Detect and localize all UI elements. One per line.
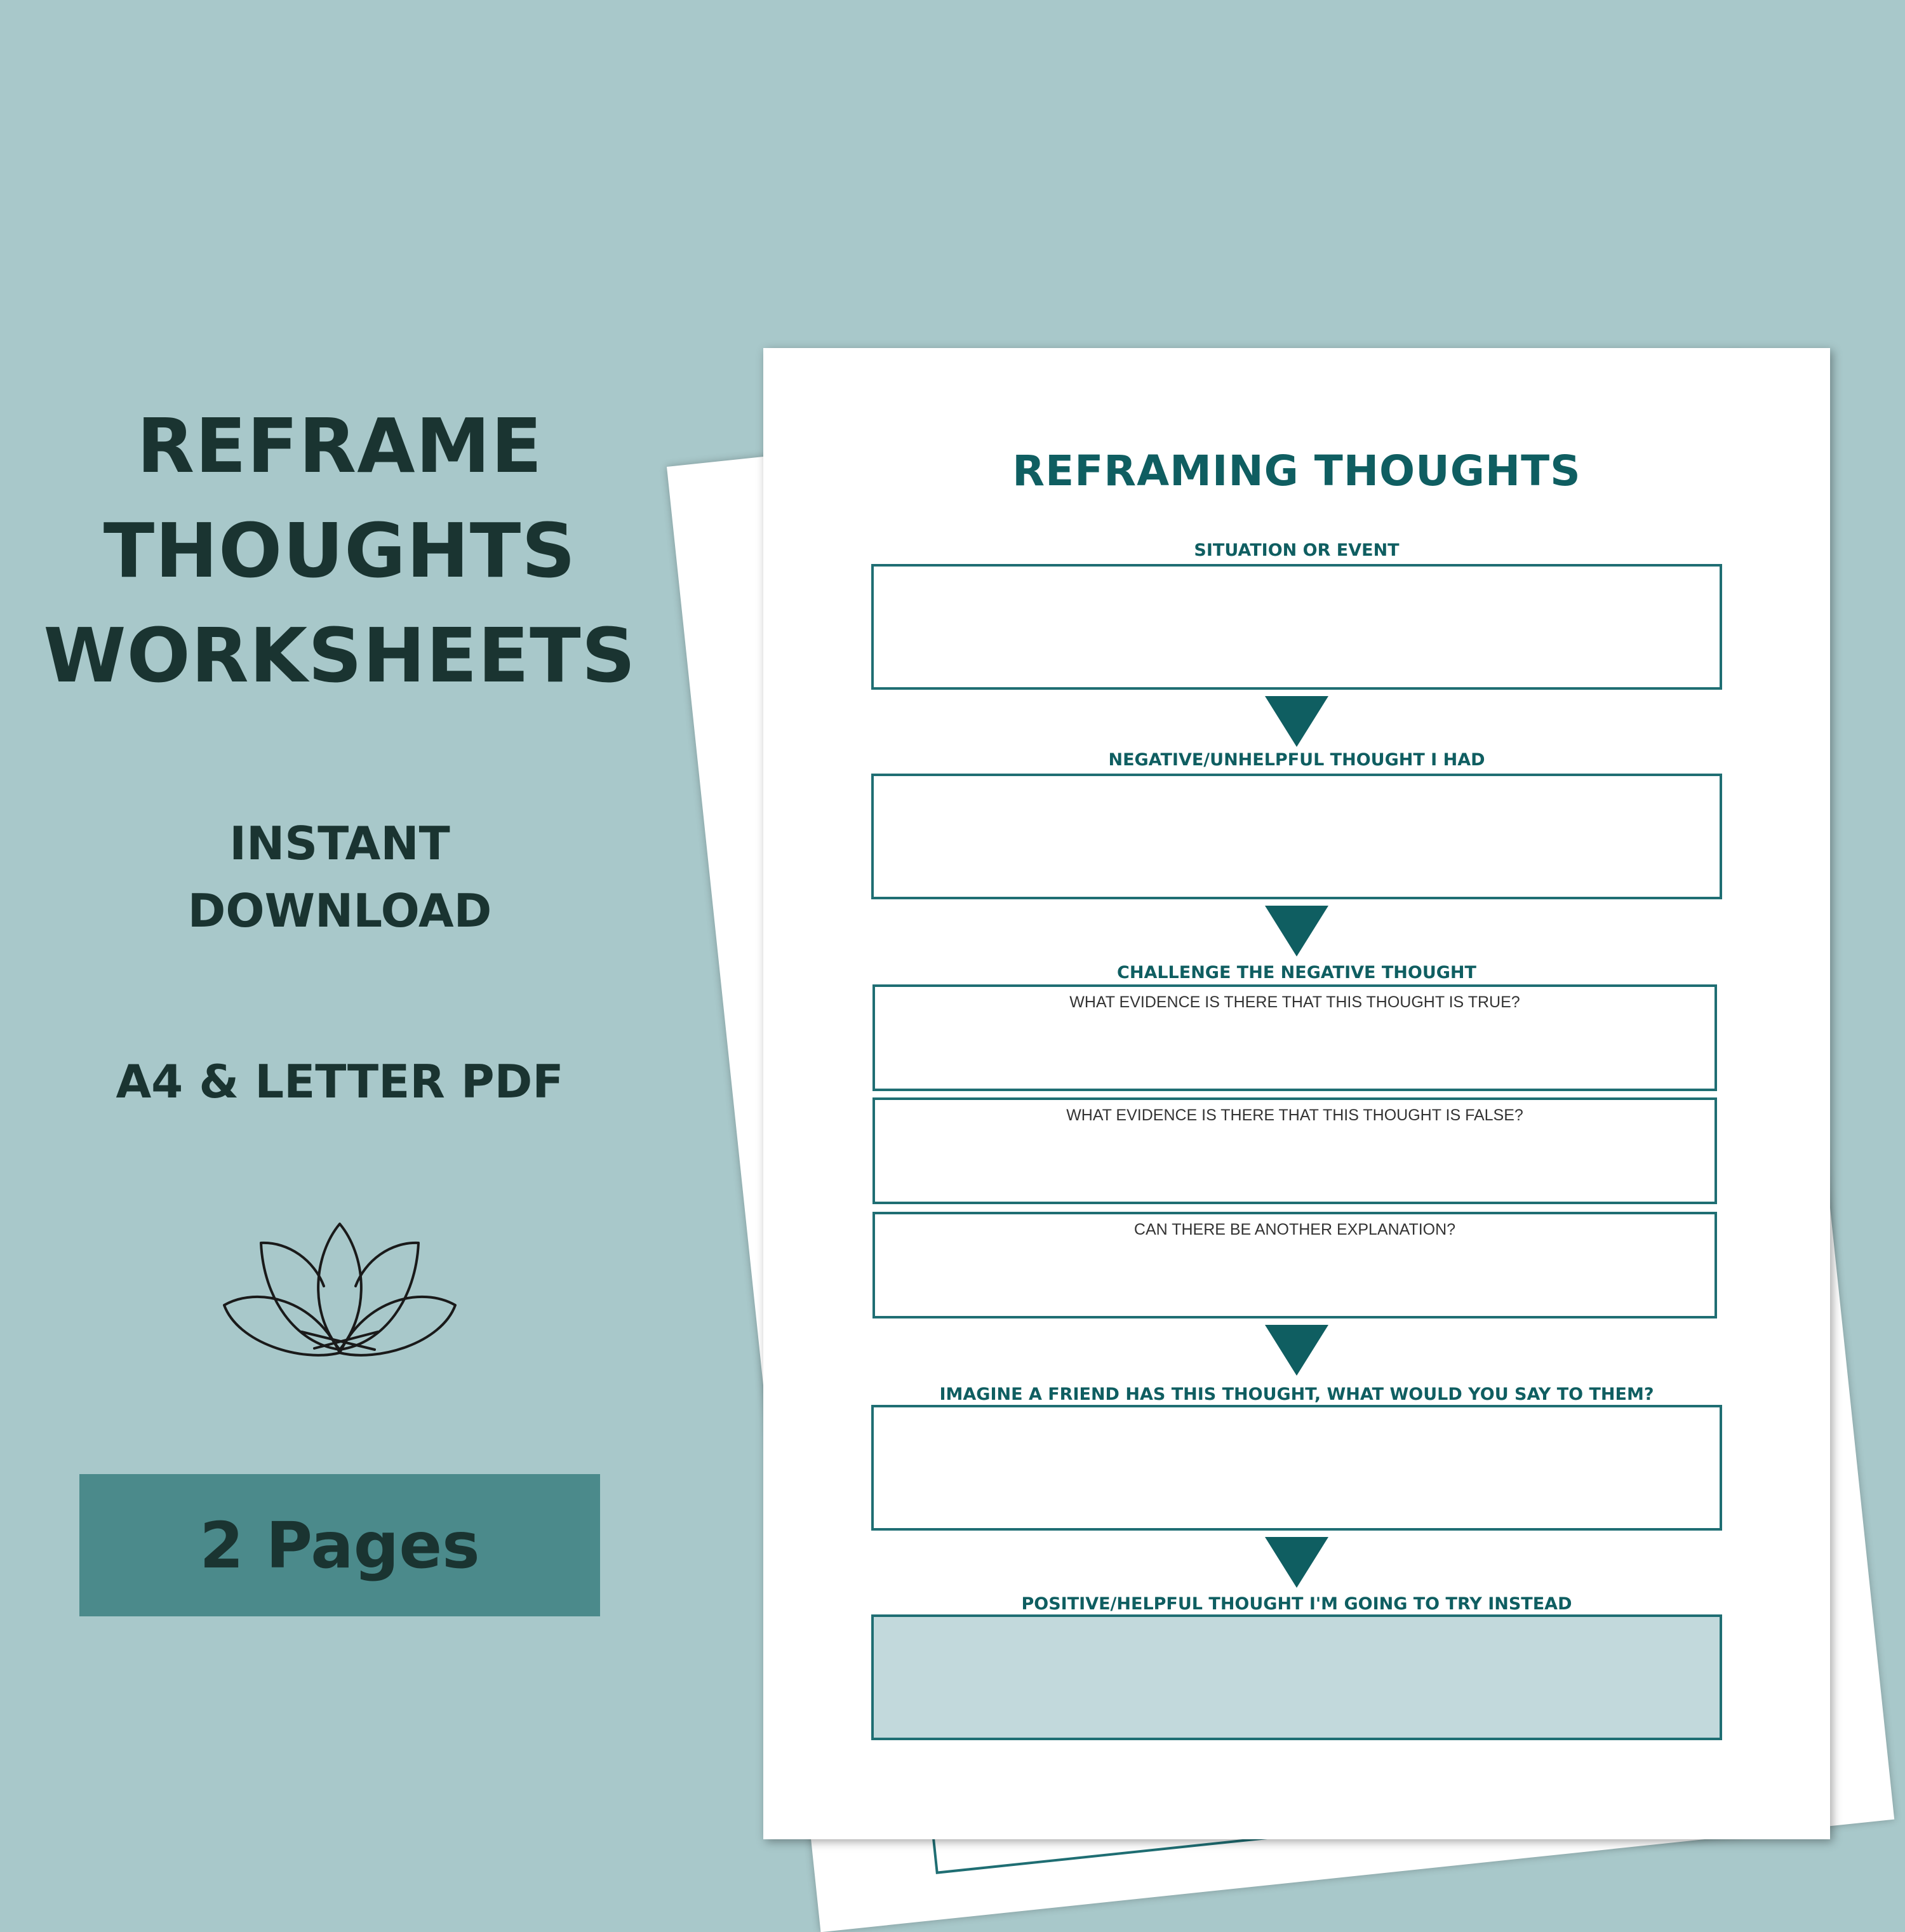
down-arrow-icon (1265, 696, 1328, 747)
section-label-challenge: CHALLENGE THE NEGATIVE THOUGHT (1117, 963, 1476, 983)
section-label-positive-thought: POSITIVE/HELPFUL THOUGHT I'M GOING TO TR… (1021, 1594, 1572, 1614)
lotus-icon (223, 1223, 457, 1357)
format-line: A4 & LETTER PDF (116, 1055, 564, 1108)
pages-badge-label: 2 Pages (199, 1508, 480, 1583)
promo-title-line: THOUGHTS (103, 507, 577, 594)
subtitle-line: INSTANT (229, 817, 450, 870)
positive-thought-box[interactable] (871, 1614, 1722, 1740)
front-worksheet-page: REFRAMING THOUGHTS SITUATION OR EVENT NE… (763, 348, 1830, 1839)
question-evidence-true: WHAT EVIDENCE IS THERE THAT THIS THOUGHT… (1069, 993, 1520, 1011)
pages-badge: 2 Pages (79, 1474, 600, 1616)
down-arrow-icon (1265, 906, 1328, 956)
evidence-false-box[interactable]: WHAT EVIDENCE IS THERE THAT THIS THOUGHT… (872, 1097, 1717, 1204)
subtitle-line: DOWNLOAD (187, 884, 492, 937)
another-explanation-box[interactable]: CAN THERE BE ANOTHER EXPLANATION? (872, 1212, 1717, 1318)
worksheet-title: REFRAMING THOUGHTS (1012, 446, 1581, 495)
format-text: A4 & LETTER PDF (38, 1048, 641, 1115)
section-label-friend: IMAGINE A FRIEND HAS THIS THOUGHT, WHAT … (939, 1385, 1654, 1404)
friend-advice-box[interactable] (871, 1405, 1722, 1531)
question-evidence-false: WHAT EVIDENCE IS THERE THAT THIS THOUGHT… (1066, 1106, 1523, 1124)
section-label-negative-thought: NEGATIVE/UNHELPFUL THOUGHT I HAD (1108, 750, 1485, 770)
promo-title-line: WORKSHEETS (43, 612, 636, 699)
section-label-situation: SITUATION OR EVENT (1194, 540, 1400, 560)
promo-title: REFRAME THOUGHTS WORKSHEETS (38, 394, 641, 708)
evidence-true-box[interactable]: WHAT EVIDENCE IS THERE THAT THIS THOUGHT… (872, 984, 1717, 1091)
promo-title-line: REFRAME (137, 402, 543, 490)
down-arrow-icon (1265, 1325, 1328, 1376)
down-arrow-icon (1265, 1537, 1328, 1588)
instant-download-text: INSTANT DOWNLOAD (38, 810, 641, 944)
situation-box[interactable] (871, 564, 1722, 690)
negative-thought-box[interactable] (871, 774, 1722, 899)
question-another-explanation: CAN THERE BE ANOTHER EXPLANATION? (1133, 1221, 1456, 1238)
